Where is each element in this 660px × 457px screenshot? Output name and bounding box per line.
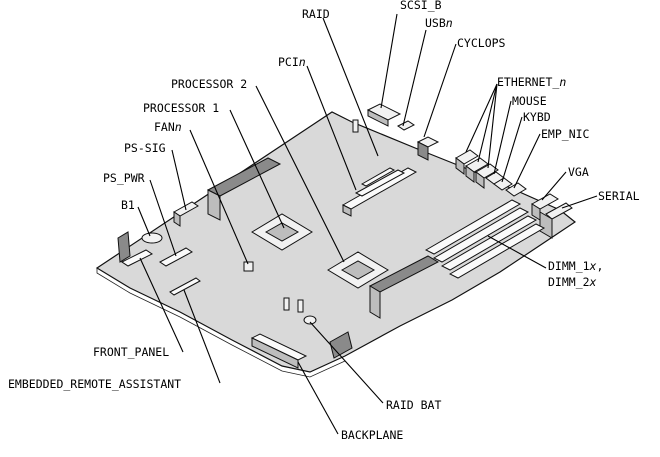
raid-battery-post-2 xyxy=(297,299,304,313)
label-processor-2: PROCESSOR 2 xyxy=(171,77,247,91)
pci-slot-3 xyxy=(360,167,396,187)
label-pci: PCIn xyxy=(278,55,306,69)
label-usb: USBn xyxy=(425,16,453,30)
label-raid-bat: RAID BAT xyxy=(386,398,441,412)
label-dimm-1: DIMM_1x, xyxy=(548,259,603,273)
front-parts xyxy=(250,297,353,369)
vrm-block-2-side xyxy=(369,285,381,319)
label-emp-nic: EMP_NIC xyxy=(541,127,590,141)
label-serial: SERIAL xyxy=(598,189,640,203)
ps-sig-connector-side xyxy=(173,211,181,227)
leader-ps-sig xyxy=(171,149,187,211)
battery-b1 xyxy=(141,232,163,244)
label-vga: VGA xyxy=(568,165,589,179)
vrm-block-1-side xyxy=(207,189,221,221)
leader-ethernet-3 xyxy=(487,83,498,169)
leader-front-panel xyxy=(139,257,184,353)
ethernet-connector-2-side xyxy=(465,165,475,183)
ps-pwr-connector xyxy=(159,247,193,267)
backplane-connector-side xyxy=(251,337,299,369)
leader-cyclops xyxy=(423,43,457,138)
label-raid: RAID xyxy=(302,7,330,21)
scsi-b-connector-side xyxy=(367,109,389,127)
label-embedded-remote-assistant: EMBEDDED_REMOTE_ASSISTANT xyxy=(8,377,181,391)
dimm-slot-4 xyxy=(448,223,546,279)
leader-kybd xyxy=(501,116,523,183)
ethernet-connector-3-side xyxy=(475,171,485,189)
leader-b1 xyxy=(137,206,151,237)
cyclops-connector-side xyxy=(417,141,429,161)
leader-raid xyxy=(322,17,379,157)
leader-mouse xyxy=(493,100,512,175)
leader-scsi-b xyxy=(380,13,398,109)
board-outline xyxy=(95,111,577,373)
label-processor-1: PROCESSOR 1 xyxy=(143,101,219,115)
label-mouse: MOUSE xyxy=(512,94,547,108)
top-connector-group xyxy=(352,103,440,161)
serial-connector-side xyxy=(539,211,553,239)
leader-ps-pwr xyxy=(149,179,177,257)
label-dimm-2: DIMM_2x xyxy=(548,275,597,289)
leader-raid-bat xyxy=(309,321,384,404)
leader-serial xyxy=(561,195,598,209)
raid-battery xyxy=(303,315,317,325)
raid-battery-post-1 xyxy=(283,297,290,311)
leader-vga xyxy=(541,171,567,201)
label-front-panel: FRONT_PANEL xyxy=(93,345,169,359)
raid-battery-holder xyxy=(329,331,353,359)
label-kybd: KYBD xyxy=(523,110,551,124)
label-b1: B1 xyxy=(121,198,135,212)
processor-1-die xyxy=(264,222,300,242)
leader-fan xyxy=(189,129,249,265)
label-ps-pwr: PS_PWR xyxy=(103,171,145,185)
front-panel-connector xyxy=(121,249,153,267)
leader-ethernet-1 xyxy=(465,83,498,153)
leader-processor-1 xyxy=(229,109,285,229)
dimm-slot-3 xyxy=(440,215,538,271)
leader-usb xyxy=(402,29,427,127)
leader-embedded-remote-assistant xyxy=(183,289,221,384)
ethernet-connector-1-side xyxy=(455,157,465,175)
leader-ethernet-2 xyxy=(477,83,498,163)
front-panel-bracket xyxy=(117,231,131,263)
leader-dimm xyxy=(487,235,547,269)
leader-backplane xyxy=(297,361,339,435)
embedded-remote-assistant-connector xyxy=(169,277,201,296)
pci-slots xyxy=(341,167,418,217)
fan-header xyxy=(243,261,254,272)
usb-connector xyxy=(397,120,415,131)
leader-processor-2 xyxy=(255,85,345,263)
processor-sockets xyxy=(206,157,440,319)
labels: RAID SCSI_B USBn CYCLOPS PCIn PROCESSOR … xyxy=(8,0,640,442)
leader-lines xyxy=(137,13,598,435)
raid-header xyxy=(352,119,359,133)
label-backplane: BACKPLANE xyxy=(341,428,403,442)
dimm-slot-2 xyxy=(432,207,530,263)
dimm-slots xyxy=(424,199,546,279)
emp-nic-connector xyxy=(505,182,527,197)
label-cyclops: CYCLOPS xyxy=(457,36,506,50)
processor-2-die xyxy=(340,260,376,280)
leader-pci xyxy=(306,65,357,191)
leader-emp-nic xyxy=(513,133,541,189)
label-ps-sig: PS-SIG xyxy=(124,141,166,155)
keyboard-connector xyxy=(493,177,513,191)
pci-slot-2 xyxy=(354,169,406,197)
pci-slot-1-side xyxy=(342,204,352,217)
label-scsi-b: SCSI_B xyxy=(400,0,442,12)
label-fan: FANn xyxy=(154,120,182,134)
label-ethernet: ETHERNET_n xyxy=(497,75,566,89)
left-parts xyxy=(117,201,254,296)
dimm-slot-1 xyxy=(424,199,522,255)
